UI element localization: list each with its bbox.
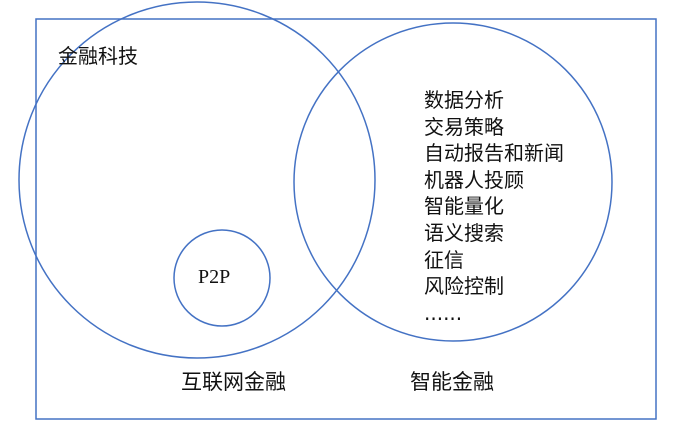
- list-item-smart-quant: 智能量化: [424, 194, 504, 219]
- list-item-robo-advisor: 机器人投顾: [424, 167, 524, 192]
- list-item-auto-reports-news: 自动报告和新闻: [424, 141, 564, 166]
- fintech-frame: [35, 18, 657, 420]
- smart-finance-label: 智能金融: [410, 370, 494, 394]
- fintech-title: 金融科技: [58, 44, 138, 68]
- smart-finance-items: 数据分析 交易策略 自动报告和新闻 机器人投顾 智能量化 语义搜索 征信 风险控…: [424, 87, 564, 326]
- internet-finance-circle: [18, 1, 376, 359]
- list-item-ellipsis: ......: [424, 300, 463, 325]
- smart-finance-circle: [293, 22, 613, 342]
- list-item-data-analysis: 数据分析: [424, 88, 504, 112]
- p2p-label: P2P: [198, 266, 231, 288]
- list-item-semantic-search: 语义搜索: [424, 220, 504, 245]
- list-item-credit-reporting: 征信: [424, 247, 464, 272]
- p2p-circle: [173, 229, 271, 327]
- internet-finance-label: 互联网金融: [181, 370, 286, 394]
- list-item-trading-strategy: 交易策略: [424, 114, 504, 139]
- list-item-risk-control: 风险控制: [424, 274, 504, 299]
